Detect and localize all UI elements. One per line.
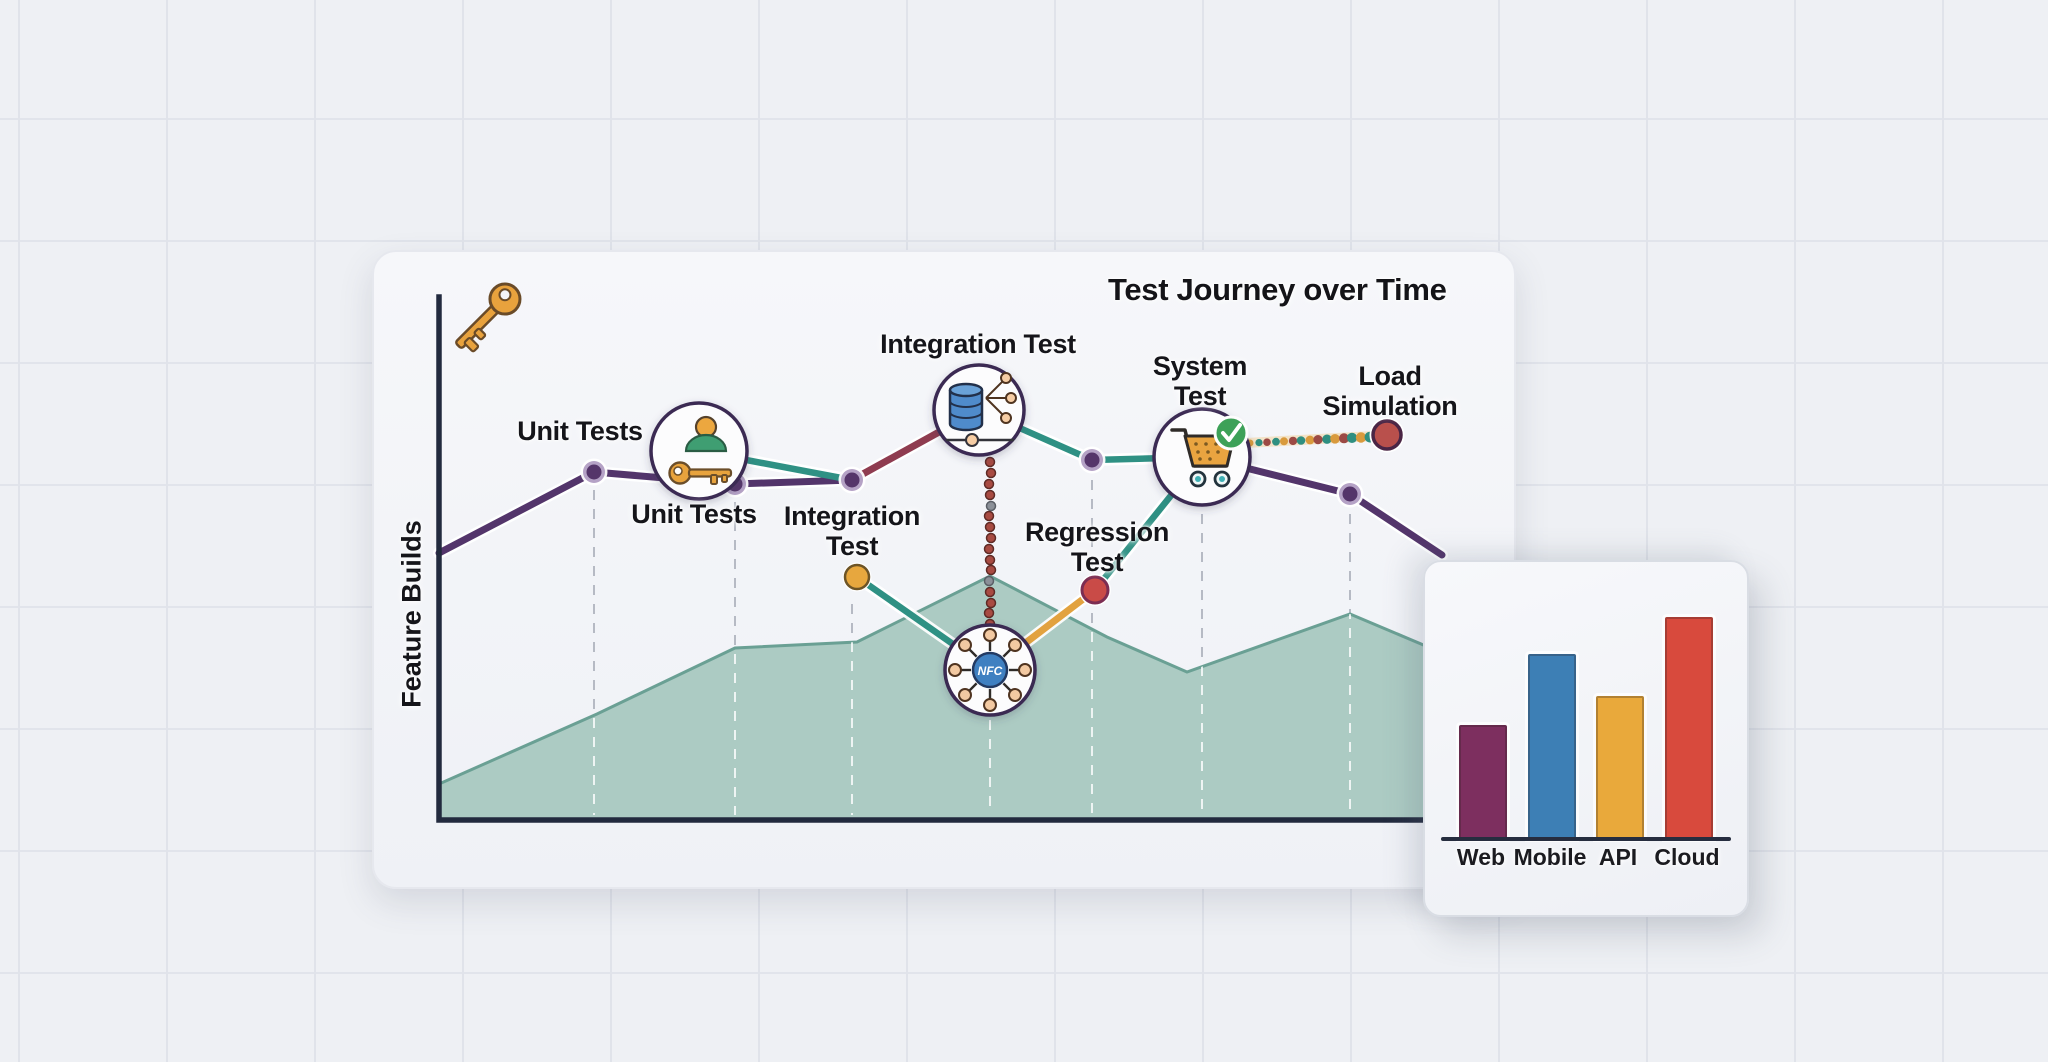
bar-label-web: Web (1456, 844, 1506, 870)
journey-chart-card: NFC (372, 250, 1516, 889)
bar-cloud (1665, 617, 1713, 839)
key-icon (455, 282, 522, 353)
cart-dots (1194, 442, 1220, 461)
label-regression-test: Regression Test (1024, 517, 1170, 577)
load-simulation-red-dot (1369, 417, 1405, 453)
chart-title: Test Journey over Time (1108, 272, 1447, 307)
bar-label-mobile: Mobile (1513, 844, 1587, 870)
milestone-gridlines-inside-area (593, 576, 1351, 815)
bar-label-api: API (1598, 844, 1638, 870)
branch-icon (985, 372, 1017, 424)
label-integration-test-node: Integration Test (880, 329, 1076, 359)
chart-axes (436, 294, 1510, 823)
slider-icon (946, 433, 1014, 447)
integration-test-orange-dot (842, 562, 872, 592)
database-icon (948, 382, 984, 432)
unit-tests-circle (649, 401, 749, 501)
network-hub-circle: NFC (943, 623, 1037, 717)
hub-icon-label: NFC (978, 664, 1003, 678)
label-unit-tests-axis: Unit Tests (517, 416, 643, 446)
label-system-test: System Test (1152, 351, 1248, 411)
bar-mobile (1528, 654, 1576, 839)
label-unit-tests-node: Unit Tests (631, 499, 757, 529)
green-check-icon (1213, 415, 1249, 451)
key-small-icon (668, 461, 733, 485)
bar-api (1596, 696, 1644, 839)
bar-label-cloud: Cloud (1654, 844, 1720, 870)
journey-lines (433, 404, 1448, 676)
network-hub-icon: NFC (948, 628, 1032, 712)
regression-test-red-dot (1079, 574, 1111, 606)
label-load-simulation: Load Simulation (1322, 361, 1458, 421)
integration-test-circle (932, 363, 1026, 457)
bar-web (1459, 724, 1507, 839)
bar-chart-axis (1441, 837, 1731, 841)
platform-bar-chart-card: Web Mobile API Cloud (1423, 560, 1749, 917)
shopping-cart-icon (1170, 428, 1236, 488)
person-icon (684, 415, 728, 453)
y-axis-label: Feature Builds (396, 520, 427, 708)
label-integration-test-axis: Integration Test (783, 501, 921, 561)
journey-chart-svg: NFC (433, 282, 1510, 823)
bar-plot: Web Mobile API Cloud (1425, 562, 1747, 915)
integration-to-hub-dotted-line (983, 456, 997, 630)
load-simulation-dotted-trail (1241, 431, 1379, 448)
system-test-circle (1152, 407, 1252, 507)
